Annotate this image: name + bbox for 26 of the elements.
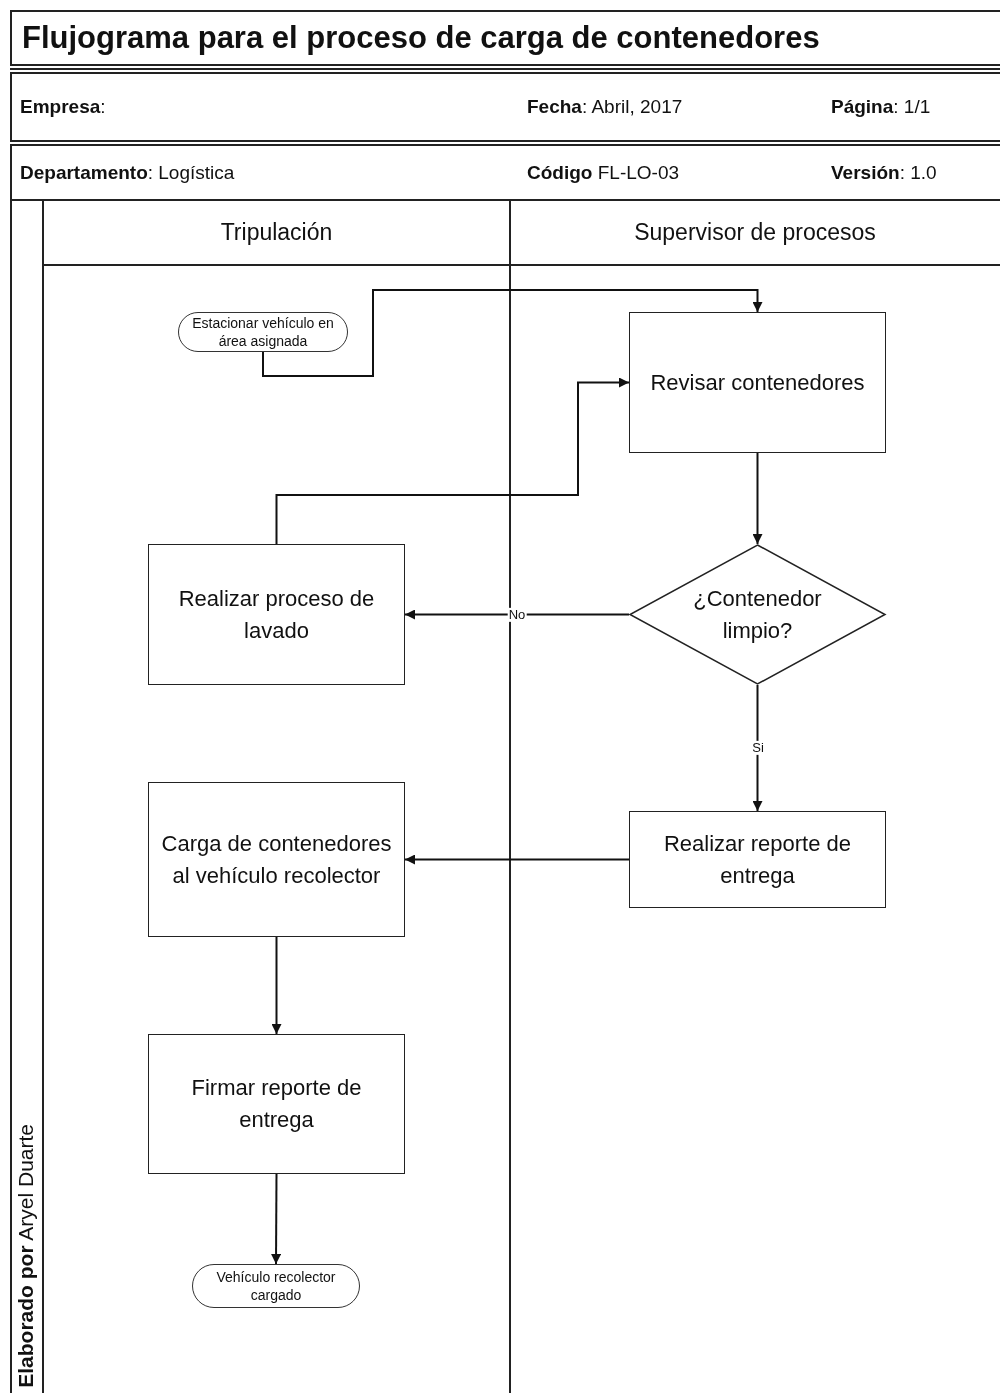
process-box: Carga de contenedores al vehículo recolector — [148, 782, 405, 937]
connector-arrow — [752, 452, 763, 545]
connector-arrow — [275, 377, 630, 545]
decision-diamond: ¿Contenedor limpio? — [629, 544, 886, 685]
connector-arrow — [404, 609, 630, 620]
header-field: Página: 1/1 — [831, 96, 931, 118]
edge-label: Si — [751, 740, 765, 756]
connector-arrow — [271, 1173, 282, 1265]
connector-arrow — [271, 936, 282, 1035]
author-note: Elaborado por Aryel Duarte — [14, 1124, 38, 1388]
lane-header: Tripulación — [43, 200, 510, 266]
header-field: Fecha: Abril, 2017 — [527, 96, 683, 118]
process-box: Realizar proceso de lavado — [148, 544, 405, 685]
process-box: Revisar contenedores — [629, 312, 886, 453]
process-box: Firmar reporte de entrega — [148, 1034, 405, 1174]
diagram-title: Flujograma para el proceso de carga de contenedores — [22, 20, 820, 56]
header-field: Versión: 1.0 — [831, 162, 937, 184]
header-field: Código FL-LO-03 — [527, 162, 680, 184]
header-field: Empresa: — [20, 96, 106, 118]
header-field: Departamento: Logística — [20, 162, 235, 184]
connector-arrow — [262, 289, 763, 377]
connector-arrow — [752, 684, 763, 812]
connector-arrow — [404, 854, 630, 865]
edge-label: No — [507, 607, 527, 623]
lane-header: Supervisor de procesos — [510, 200, 1000, 266]
process-box: Realizar reporte de entrega — [629, 811, 886, 908]
